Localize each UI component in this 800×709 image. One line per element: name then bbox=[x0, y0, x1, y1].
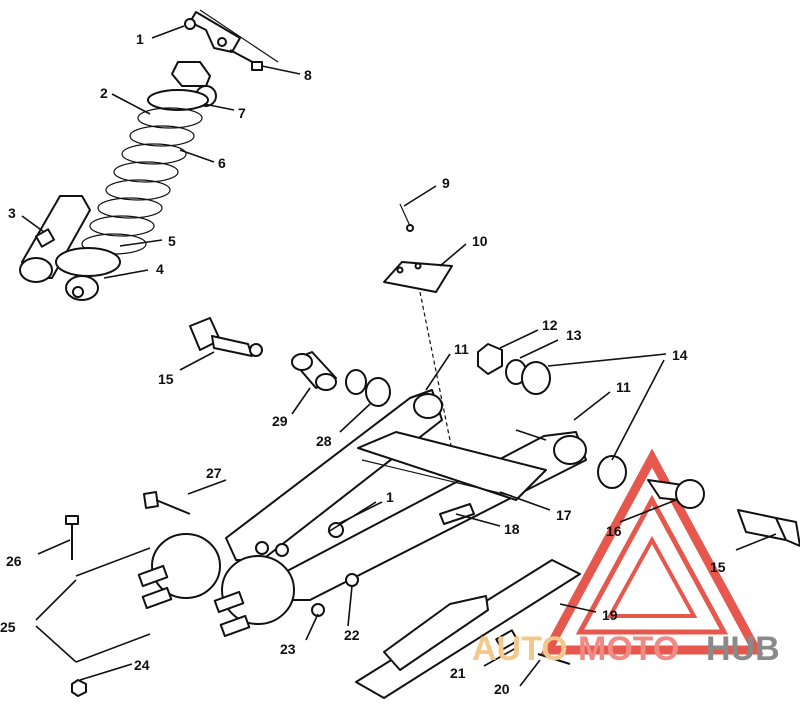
callout-21: 21 bbox=[450, 665, 466, 681]
callout-7: 7 bbox=[238, 105, 246, 121]
callout-26: 26 bbox=[6, 553, 22, 569]
callout-8: 8 bbox=[304, 67, 312, 83]
callout-24: 24 bbox=[134, 657, 150, 673]
watermark-hub: HUB bbox=[706, 630, 780, 668]
callout-25: 25 bbox=[0, 619, 16, 635]
callout-18: 18 bbox=[504, 521, 520, 537]
watermark-logo-text: AUTO MOTO HUB bbox=[472, 630, 780, 668]
callout-11: 11 bbox=[616, 379, 631, 395]
callout-27: 27 bbox=[206, 465, 222, 481]
callout-10: 10 bbox=[472, 233, 488, 249]
watermark-auto: AUTO bbox=[472, 630, 568, 668]
callout-20: 20 bbox=[494, 681, 510, 697]
callout-29: 29 bbox=[272, 413, 288, 429]
pivot-hardware bbox=[65, 317, 800, 697]
shock-absorber-assembly bbox=[19, 9, 279, 301]
callout-28: 28 bbox=[316, 433, 332, 449]
callout-22: 22 bbox=[344, 627, 360, 643]
callout-3: 3 bbox=[8, 205, 16, 221]
callout-13: 13 bbox=[566, 327, 582, 343]
callout-1: 1 bbox=[136, 31, 144, 47]
callout-15: 15 bbox=[710, 559, 726, 575]
callout-23: 23 bbox=[280, 641, 296, 657]
callout-1: 1 bbox=[386, 489, 394, 505]
watermark-logo-triangle bbox=[540, 448, 764, 655]
leader-lines bbox=[21, 25, 777, 687]
swing-arm-frame bbox=[137, 389, 587, 638]
callout-11: 11 bbox=[454, 341, 469, 357]
callout-12: 12 bbox=[542, 317, 558, 333]
callout-15: 15 bbox=[158, 371, 174, 387]
callout-6: 6 bbox=[218, 155, 226, 171]
callout-4: 4 bbox=[156, 261, 164, 277]
callout-16: 16 bbox=[606, 523, 622, 539]
watermark-moto: MOTO bbox=[578, 630, 679, 668]
callout-19: 19 bbox=[602, 607, 618, 623]
callout-labels: 1 1 2 3 4 5 6 7 8 9 10 11 11 12 13 14 15… bbox=[0, 31, 726, 697]
callout-9: 9 bbox=[442, 175, 450, 191]
callout-2: 2 bbox=[100, 85, 108, 101]
chain-slide bbox=[355, 559, 581, 699]
bracket-plate bbox=[383, 203, 457, 471]
callout-14: 14 bbox=[672, 347, 688, 363]
callout-17: 17 bbox=[556, 507, 572, 523]
callout-5: 5 bbox=[168, 233, 176, 249]
